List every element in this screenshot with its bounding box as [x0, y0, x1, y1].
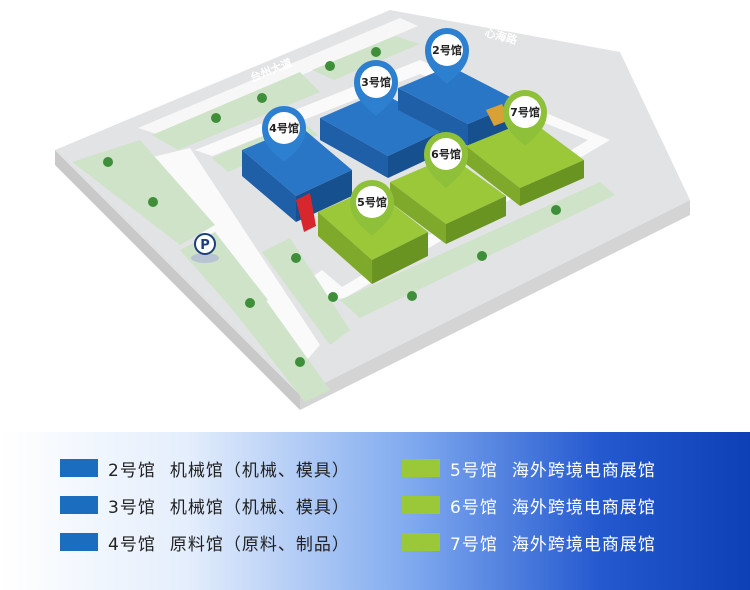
hall3-roof	[320, 92, 448, 156]
legend: 2号馆 机械馆（机械、模具） 3号馆 机械馆（机械、模具） 4号馆 原料馆（原料…	[0, 432, 750, 590]
hall7-side-left	[466, 146, 520, 206]
legend-hall-desc: 机械馆（机械、模具）	[169, 497, 350, 518]
ground-platform-side	[55, 150, 300, 410]
legend-hall-name: 7号馆	[450, 534, 498, 555]
legend-row-hall6: 6号馆 海外跨境电商展馆	[402, 493, 656, 518]
pin-hall3-label: 3号馆	[361, 75, 391, 89]
lawn-south	[262, 238, 350, 345]
legend-swatch-blue	[60, 459, 98, 477]
pin-hall2-label: 2号馆	[432, 43, 462, 57]
legend-swatch-blue	[60, 496, 98, 514]
pin-hall6-label: 6号馆	[431, 147, 461, 161]
pin-hall7-label: 7号馆	[510, 105, 540, 119]
lawn-southwest-2	[225, 285, 330, 402]
hall2-side-left	[398, 88, 468, 146]
lawn-north	[152, 72, 320, 150]
legend-hall-desc: 原料馆（原料、制品）	[169, 534, 350, 555]
legend-hall-name: 4号馆	[108, 534, 156, 555]
hall7-roof	[466, 120, 584, 188]
legend-row-hall3: 3号馆 机械馆（机械、模具）	[60, 493, 350, 518]
pin-hall4[interactable]: 4号馆	[262, 106, 306, 162]
legend-row-hall7: 7号馆 海外跨境电商展馆	[402, 530, 656, 555]
lawn-northeast	[312, 36, 420, 80]
legend-hall-name: 5号馆	[450, 460, 498, 481]
parking-marker[interactable]: P	[191, 233, 219, 263]
hall4-entrance	[296, 193, 316, 232]
pin-hall3[interactable]: 3号馆	[354, 60, 398, 116]
legend-hall-desc: 海外跨境电商展馆	[511, 460, 656, 481]
legend-row-hall5: 5号馆 海外跨境电商展馆	[402, 456, 656, 481]
hall5-side-right	[372, 232, 428, 284]
hall3-side-left	[320, 118, 388, 178]
legend-hall-name: 6号馆	[450, 497, 498, 518]
pin-hall4-label: 4号馆	[269, 121, 299, 135]
parking-icon: P	[200, 238, 210, 253]
legend-swatch-blue	[60, 533, 98, 551]
venue-map: P 台州大道 心海路 2号馆 3号馆 4号馆 7号馆 6号馆 5号馆	[55, 10, 690, 410]
legend-row-hall4: 4号馆 原料馆（原料、制品）	[60, 530, 350, 555]
legend-hall-name: 3号馆	[108, 497, 156, 518]
legend-row-hall2: 2号馆 机械馆（机械、模具）	[60, 456, 350, 481]
legend-hall-desc: 海外跨境电商展馆	[511, 497, 656, 518]
trees	[103, 47, 561, 367]
hall6-roof	[390, 156, 506, 224]
hall5-side-left	[318, 212, 372, 284]
legend-hall-name: 2号馆	[108, 460, 156, 481]
legend-swatch-green	[402, 496, 440, 514]
ground-platform-side-right	[300, 200, 690, 410]
pin-hall7[interactable]: 7号馆	[503, 90, 547, 146]
hall6-side-left	[390, 182, 446, 244]
pin-hall5[interactable]: 5号馆	[350, 180, 394, 236]
lawn-southeast	[340, 182, 615, 318]
legend-swatch-green	[402, 533, 440, 551]
hall7-side-right	[520, 160, 584, 206]
legend-hall-desc: 海外跨境电商展馆	[511, 534, 656, 555]
pin-hall6[interactable]: 6号馆	[424, 132, 468, 188]
pin-hall2[interactable]: 2号馆	[425, 28, 469, 84]
hall6-side-right	[446, 196, 506, 244]
pin-hall5-label: 5号馆	[357, 195, 387, 209]
legend-hall-desc: 机械馆（机械、模具）	[169, 460, 350, 481]
legend-swatch-green	[402, 459, 440, 477]
hall4-side-left	[242, 150, 296, 222]
road-main-avenue	[138, 18, 418, 135]
